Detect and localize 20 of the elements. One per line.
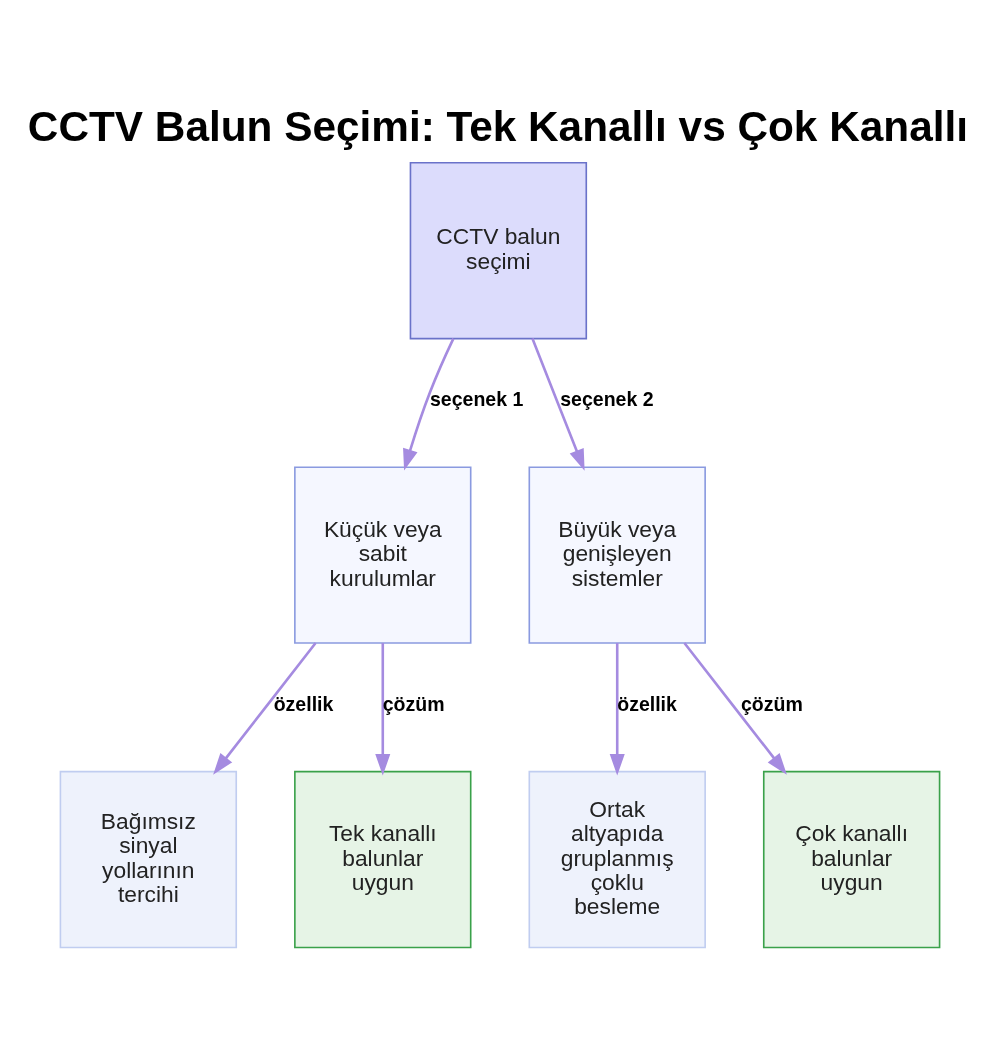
edge-label: özellik	[617, 692, 677, 715]
node-box: Ortak altyapıda gruplanmış çoklu besleme	[528, 770, 706, 949]
diagram-title: CCTV Balun Seçimi: Tek Kanallı vs Çok Kanallı	[27, 103, 968, 151]
node-box: CCTV balun seçimi	[409, 161, 588, 340]
arrow	[609, 643, 625, 776]
node-box: Küçük veya sabit kurulumlar	[294, 466, 472, 644]
arrow	[213, 642, 317, 775]
arrow	[403, 338, 455, 471]
node-box: Bağımsız sinyal yollarının tercihi	[59, 770, 238, 949]
arrow	[531, 338, 585, 471]
arrow	[683, 642, 787, 775]
edge-label: çözüm	[382, 692, 445, 715]
node-box: Büyük veya genişleyen sistemler	[528, 466, 706, 644]
edge-label: çözüm	[740, 692, 803, 715]
node-box: Çok kanallı balunlar uygun	[762, 770, 941, 949]
arrow	[375, 643, 391, 776]
node-box: Tek kanallı balunlar uygun	[294, 770, 472, 949]
edge-label: seçenek 2	[560, 388, 654, 411]
edge-label: seçenek 1	[429, 388, 524, 411]
edge-label: özellik	[273, 692, 334, 715]
